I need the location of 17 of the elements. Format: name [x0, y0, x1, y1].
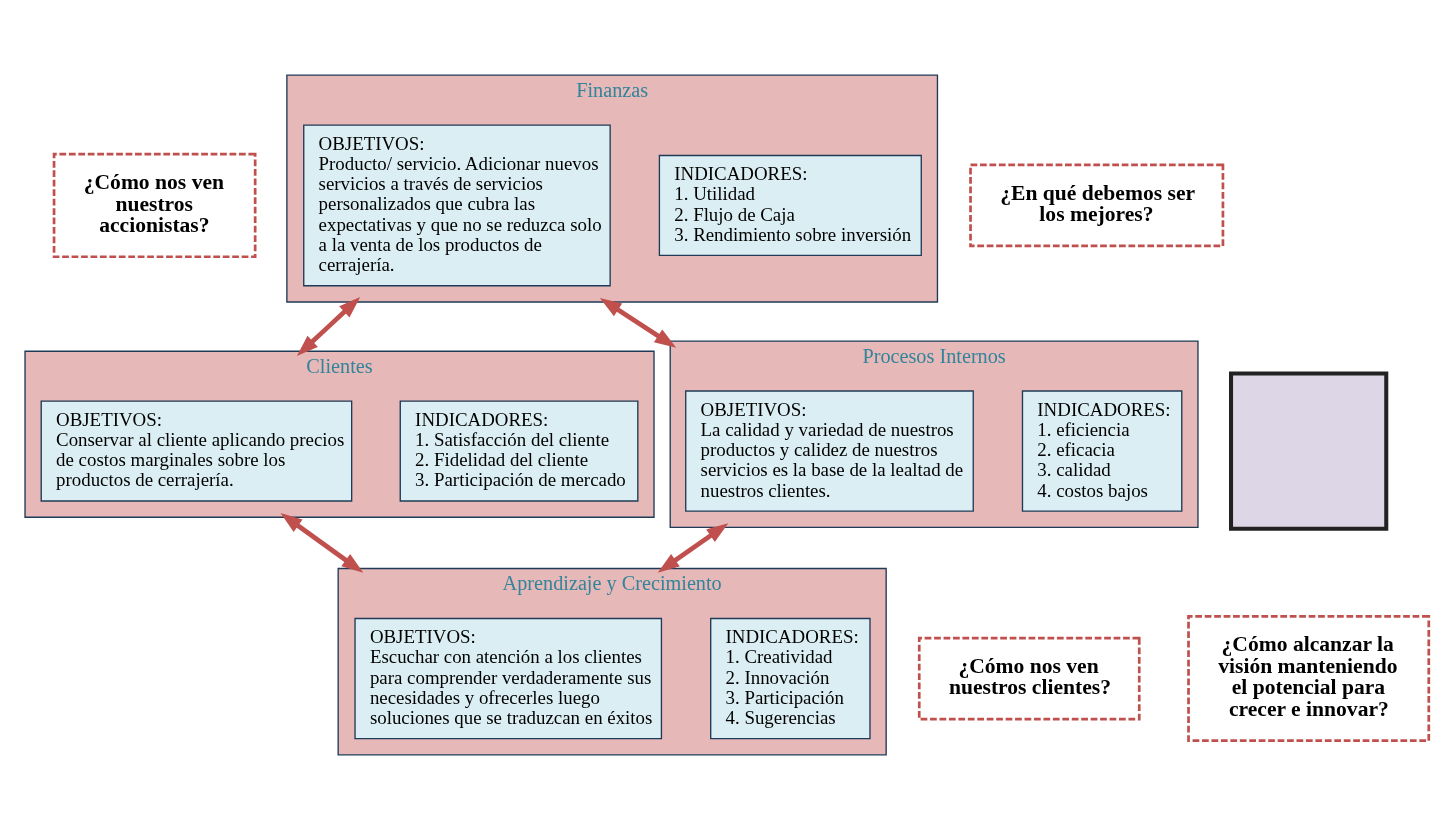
- node-cross: [1229, 370, 1389, 531]
- arrow: [280, 512, 364, 573]
- node-box: INDICADORES: 1. Utilidad 2. Flujo de Caja 3. Rendimiento sobre inversión: [658, 154, 922, 256]
- node-box: INDICADORES: 1. Creatividad 2. Innovación 3. Participación 4. Sugerencias: [710, 617, 871, 739]
- node-box: OBJETIVOS: Producto/ servicio. Adicionar nuevos servicios a través de servicios personalizados que cubra las expectativas y que no se reduzca solo a la venta de los productos de cerrajería.: [303, 123, 611, 286]
- arrow: [599, 297, 677, 348]
- node-box: OBJETIVOS: Conservar al cliente aplicando precios de costos marginales sobre los productos de cerrajería.: [40, 400, 353, 502]
- node-box: INDICADORES: 1. eficiencia 2. eficacia 3. calidad 4. costos bajos: [1021, 389, 1183, 512]
- arrow: [657, 522, 729, 573]
- arrow: [296, 296, 361, 356]
- node-box: INDICADORES: 1. Satisfacción del cliente 2. Fidelidad del cliente 3. Participación de mercado: [399, 400, 639, 502]
- node-box: ¿En qué debemos ser los mejores?: [969, 163, 1225, 247]
- node-box: OBJETIVOS: La calidad y variedad de nuestros productos y calidez de nuestros servicios es la base de la lealtad de nuestros clientes.: [685, 389, 974, 512]
- node-box: OBJETIVOS: Escuchar con atención a los clientes para comprender verdaderamente sus necesidades y ofrecerles luego soluciones que se traduzcan en éxitos: [354, 617, 663, 739]
- node-box: ¿Cómo alcanzar la visión manteniendo el potencial para crecer e innovar?: [1187, 614, 1431, 742]
- node-box: ¿Cómo nos ven nuestros accionistas?: [52, 152, 257, 258]
- node-box: ¿Cómo nos ven nuestros clientes?: [917, 636, 1141, 720]
